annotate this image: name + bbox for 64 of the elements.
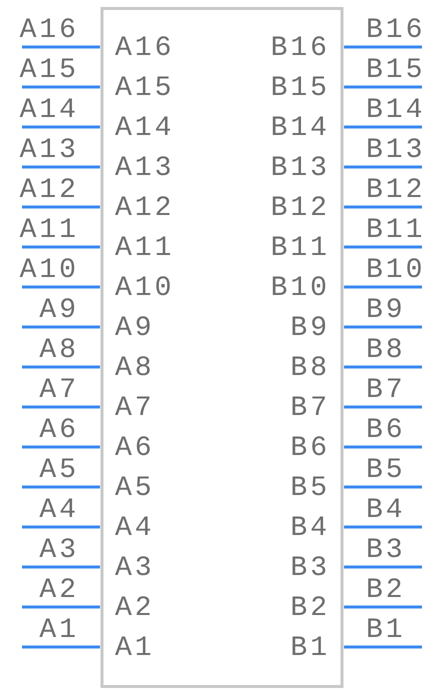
pin-name: B14 <box>270 114 330 144</box>
pin-name: A15 <box>115 74 174 104</box>
pin-number: B1 <box>366 616 406 646</box>
pin-number: A1 <box>39 616 79 646</box>
pin-number: A10 <box>20 256 79 286</box>
pin-number: A16 <box>20 16 79 46</box>
pin-name: A16 <box>115 34 174 64</box>
pin-number: A7 <box>39 376 79 406</box>
pin-name: B2 <box>290 594 330 624</box>
pin-number: B3 <box>366 536 406 566</box>
pin-name: B6 <box>290 434 330 464</box>
pin-name: A9 <box>115 314 155 344</box>
pin-number: A11 <box>20 216 79 246</box>
pin-number: A4 <box>39 496 79 526</box>
pin-name: B4 <box>290 514 330 544</box>
pin-name: B16 <box>270 34 330 64</box>
pin-number: A8 <box>39 336 79 366</box>
pin-number: B5 <box>366 456 406 486</box>
pin-name: A6 <box>115 434 155 464</box>
pin-number: A3 <box>39 536 79 566</box>
pin-name: B9 <box>290 314 330 344</box>
pin-name: A10 <box>115 274 174 304</box>
pin-number: A13 <box>20 136 79 166</box>
pin-name: B8 <box>290 354 330 384</box>
pin-number: B14 <box>366 96 426 126</box>
pin-name: B7 <box>290 394 330 424</box>
pin-name: A7 <box>115 394 155 424</box>
pin-name: A5 <box>115 474 155 504</box>
pin-name: B3 <box>290 554 330 584</box>
pin-number: B2 <box>366 576 406 606</box>
pin-number: A9 <box>39 296 79 326</box>
pin-name: B10 <box>270 274 330 304</box>
pin-name: A12 <box>115 194 174 224</box>
pin-number: A14 <box>20 96 79 126</box>
pin-number: B16 <box>366 16 426 46</box>
pin-number: B13 <box>366 136 426 166</box>
pin-name: A13 <box>115 154 174 184</box>
pin-number: B9 <box>366 296 406 326</box>
pin-number: B6 <box>366 416 406 446</box>
pin-number: B10 <box>366 256 426 286</box>
pin-name: B12 <box>270 194 330 224</box>
pin-name: B1 <box>290 634 330 664</box>
pin-number: B12 <box>366 176 426 206</box>
pin-number: B15 <box>366 56 426 86</box>
pin-name: A1 <box>115 634 155 664</box>
pin-name: A8 <box>115 354 155 384</box>
pin-name: A2 <box>115 594 155 624</box>
pin-number: A15 <box>20 56 79 86</box>
pin-name: B11 <box>270 234 330 264</box>
pin-name: A3 <box>115 554 155 584</box>
pin-name: A11 <box>115 234 174 264</box>
pin-number: A5 <box>39 456 79 486</box>
pin-number: B7 <box>366 376 406 406</box>
pin-name: B15 <box>270 74 330 104</box>
pin-number: B11 <box>366 216 426 246</box>
pin-number: B8 <box>366 336 406 366</box>
pin-name: B5 <box>290 474 330 504</box>
pin-name: A4 <box>115 514 155 544</box>
pin-number: B4 <box>366 496 406 526</box>
pin-number: A12 <box>20 176 79 206</box>
pin-name: A14 <box>115 114 174 144</box>
pin-number: A2 <box>39 576 79 606</box>
pin-name: B13 <box>270 154 330 184</box>
pin-number: A6 <box>39 416 79 446</box>
